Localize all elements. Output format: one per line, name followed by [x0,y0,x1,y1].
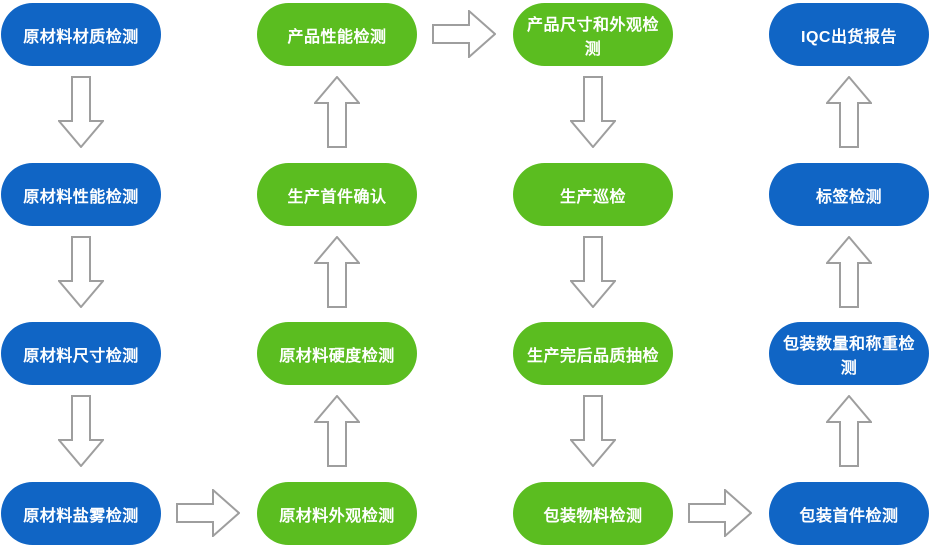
flow-node-label: 原材料盐雾检测 [23,507,139,525]
flow-node-label: 生产首件确认 [287,188,387,206]
flow-node-raw-material-performance: 原材料性能检测 [1,163,161,226]
flow-node-label: 生产完后品质抽检 [526,347,659,365]
up-arrow-icon [826,236,872,308]
right-arrow-icon [176,489,240,537]
flow-node-raw-material-hardness: 原材料硬度检测 [257,322,417,385]
flow-node-first-article-confirm: 生产首件确认 [257,163,417,226]
down-arrow-icon [570,76,616,148]
flow-node-production-patrol: 生产巡检 [513,163,673,226]
flow-node-packaging-material: 包装物料检测 [513,482,673,545]
flow-node-label: 生产巡检 [559,188,626,206]
down-arrow-icon [570,395,616,467]
flow-node-packaging-first-article: 包装首件检测 [769,482,929,545]
down-arrow-icon [570,236,616,308]
up-arrow-icon [826,395,872,467]
down-arrow-icon [58,236,104,308]
flow-node-product-dimension-appearance: 产品尺寸和外观检测 [513,3,673,66]
right-arrow-icon [432,10,496,58]
flow-node-label: 包装首件检测 [799,507,899,525]
up-arrow-icon [314,76,360,148]
flow-node-label: 包装物料检测 [543,507,643,525]
up-arrow-icon [314,395,360,467]
flow-node-label: 原材料性能检测 [23,188,139,206]
up-arrow-icon [314,236,360,308]
flow-node-raw-material-dimension: 原材料尺寸检测 [1,322,161,385]
right-arrow-icon [688,489,752,537]
flow-node-raw-material-quality: 原材料材质检测 [1,3,161,66]
down-arrow-icon [58,76,104,148]
up-arrow-icon [826,76,872,148]
down-arrow-icon [58,395,104,467]
flow-node-label: 原材料尺寸检测 [23,347,139,365]
flow-node-label: 原材料外观检测 [279,507,395,525]
flow-node-label: 原材料材质检测 [23,28,139,46]
flow-node-label: 产品尺寸和外观检测 [526,16,659,58]
flow-node-product-performance: 产品性能检测 [257,3,417,66]
flow-node-label-inspection: 标签检测 [769,163,929,226]
flow-node-post-production-sampling: 生产完后品质抽检 [513,322,673,385]
flow-node-packaging-quantity-weighing: 包装数量和称重检测 [769,322,929,385]
flow-node-label: IQC出货报告 [801,28,897,46]
flow-node-iqc-shipping-report: IQC出货报告 [769,3,929,66]
flow-node-label: 产品性能检测 [287,28,387,46]
flow-node-raw-material-appearance: 原材料外观检测 [257,482,417,545]
flow-node-label: 原材料硬度检测 [279,347,395,365]
flow-node-label: 包装数量和称重检测 [782,335,915,377]
flow-node-label: 标签检测 [815,188,882,206]
flow-node-raw-material-salt-spray: 原材料盐雾检测 [1,482,161,545]
